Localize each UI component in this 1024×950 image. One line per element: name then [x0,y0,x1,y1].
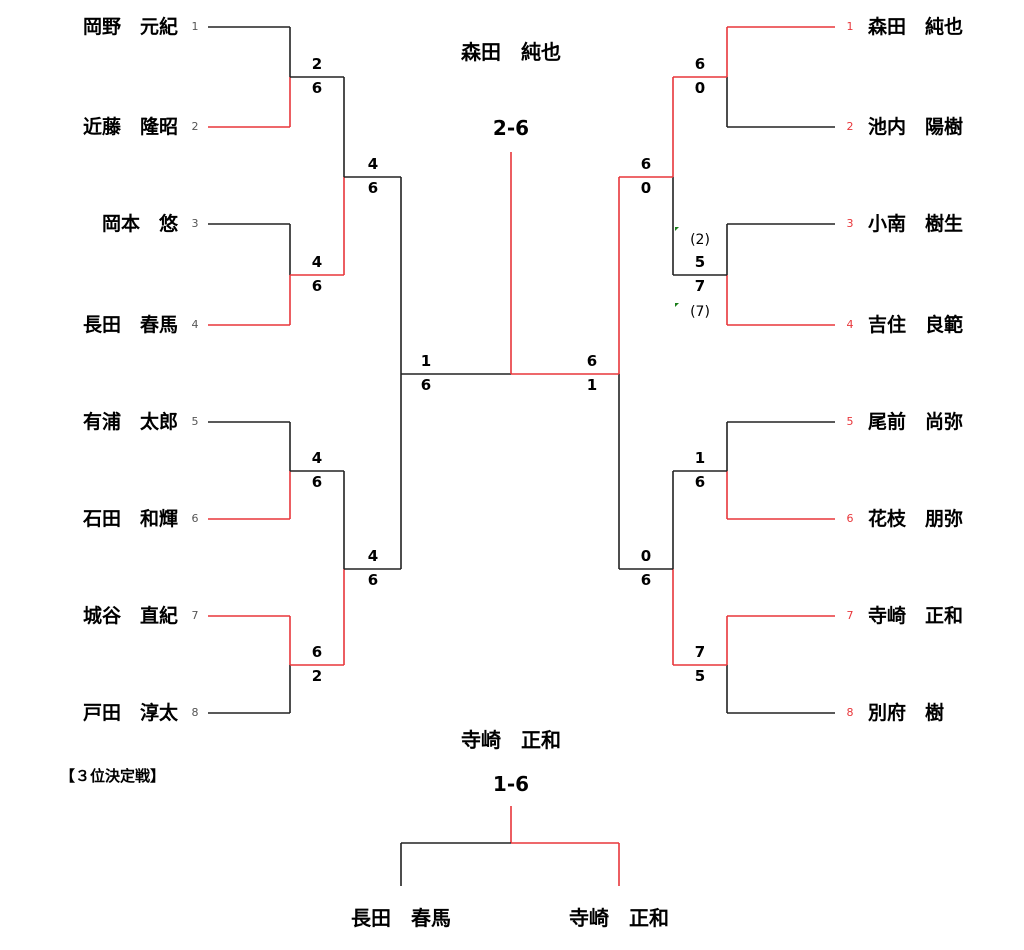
comment-marker-icon [675,227,679,231]
seed-number: 5 [846,415,854,428]
seed-number: 3 [191,217,199,230]
player-name: 岡野 元紀 [82,16,178,38]
player-name: 戸田 淳太 [82,702,178,724]
player-name: 池内 陽樹 [868,116,964,138]
third-place-score: 1-6 [492,772,530,796]
final-score: 2-6 [492,116,530,140]
player-name: 別府 樹 [868,702,945,724]
seed-number: 7 [191,609,199,622]
seed-number: 4 [191,318,199,331]
player-name: 有浦 太郎 [82,411,178,433]
semi-score-bottom: 1 [586,376,598,394]
seed-number: 6 [191,512,199,525]
player-name: 長田 春馬 [82,314,178,336]
seed-number: 7 [846,609,854,622]
seed-number: 2 [846,120,854,133]
player-name: 吉住 良範 [868,314,964,336]
third-place-label: 【３位決定戦】 [60,767,166,785]
third-place-winner: 寺崎 正和 [461,728,561,752]
r2-score-bottom: 0 [640,179,652,197]
player-name: 森田 純也 [868,16,964,38]
r1-score-bottom: 5 [694,667,706,685]
seed-number: 3 [846,217,854,230]
player-name: 小南 樹生 [868,213,964,235]
seed-number: 6 [846,512,854,525]
seed-number: 2 [191,120,199,133]
r1-score-bottom: 6 [311,277,323,295]
third-place-player-left: 長田 春馬 [351,906,451,930]
player-name: 城谷 直紀 [82,605,178,627]
r1-score-top: 6 [694,55,706,73]
player-name: 岡本 悠 [101,213,178,235]
seed-number: 5 [191,415,199,428]
seed-number: 1 [846,20,854,33]
r1-score-bottom: 6 [311,473,323,491]
seed-number: 8 [191,706,199,719]
r2-score-top: 4 [367,155,379,173]
comment-marker-icon [675,303,679,307]
player-name: 石田 和輝 [82,508,178,530]
r1-score-bottom: 6 [694,473,706,491]
r1-score-top: 4 [311,253,323,271]
player-name: 寺崎 正和 [868,605,964,627]
r1-score-top: 5 [694,253,706,271]
r2-score-top: 4 [367,547,379,565]
r2-score-bottom: 6 [367,179,379,197]
player-name: 近藤 隆昭 [82,116,178,138]
r1-score-top: 4 [311,449,323,467]
player-name: 尾前 尚弥 [868,411,964,433]
r2-score-bottom: 6 [640,571,652,589]
r1-score-bottom: 7 [694,277,706,295]
seed-number: 8 [846,706,854,719]
r1-score-top: 7 [694,643,706,661]
player-name: 花枝 朋弥 [868,508,964,530]
r1-score-bottom: 0 [694,79,706,97]
r1-score-top: 6 [311,643,323,661]
r2-score-bottom: 6 [367,571,379,589]
r2-score-top: 6 [640,155,652,173]
r1-score-top: 1 [694,449,706,467]
r1-score-bottom: 2 [311,667,323,685]
r1-score-bottom: 6 [311,79,323,97]
champion-name: 森田 純也 [461,40,561,64]
semi-score-bottom: 6 [420,376,432,394]
semi-score-top: 1 [420,352,432,370]
r2-score-top: 0 [640,547,652,565]
r1-score-top: 2 [311,55,323,73]
seed-number: 1 [191,20,199,33]
seed-number: 4 [846,318,854,331]
tiebreak-score-top: (2) [690,232,710,248]
third-place-player-right: 寺崎 正和 [569,906,669,930]
tiebreak-score-bottom: (7) [690,304,710,320]
semi-score-top: 6 [586,352,598,370]
